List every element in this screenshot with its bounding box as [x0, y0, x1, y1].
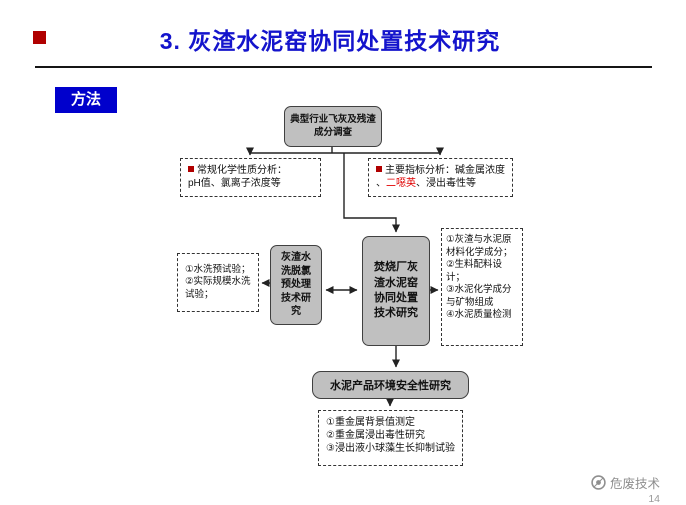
wash-tests-item: ②实际规模水洗试验； [185, 276, 251, 300]
footer-brand-label: 危废技术 [609, 477, 660, 491]
cement-analysis-item: ④水泥质量检测 [446, 309, 512, 321]
page-title: 3. 灰渣水泥窑协同处置技术研究 [159, 28, 501, 54]
analysis-right-line2-pre: 、 [376, 178, 386, 190]
analysis-right-box: 主要指标分析：碱金属浓度 、二噁英、浸出毒性等 [368, 158, 513, 197]
analysis-left-line1: 常规化学性质分析： [197, 165, 287, 176]
title-bullet-square [33, 31, 46, 44]
survey-box-line2: 成分调查 [313, 126, 352, 138]
safety-tests-item: ①重金属背景值测定 [326, 417, 415, 428]
safety-tests-box: ①重金属背景值测定 ②重金属浸出毒性研究 ③浸出液小球藻生长抑制试验 [318, 410, 463, 466]
wash-tests-item: ①水洗预试验； [185, 263, 251, 275]
footer-brand: 危废技术 [591, 473, 660, 492]
analysis-right-line2-post: 、浸出毒性等 [416, 178, 476, 190]
safety-tests-item: ②重金属浸出毒性研究 [326, 430, 425, 442]
title-underline [35, 66, 652, 68]
red-bullet-icon [188, 166, 194, 172]
cement-analysis-box: ①灰渣与水泥原材料化学成分； ②生料配料设计； ③水泥化学成分与矿物组成 ④水泥… [441, 228, 523, 346]
survey-box: 典型行业飞灰及残渣 成分调查 [284, 106, 382, 147]
co-processing-box: 焚烧厂灰渣水泥窑协同处置技术研究 [362, 236, 430, 346]
analysis-left-line2: pH值、氯离子浓度等 [188, 178, 281, 190]
cement-analysis-item: ③水泥化学成分与矿物组成 [446, 284, 512, 308]
safety-study-box: 水泥产品环境安全性研究 [312, 371, 469, 399]
dioxin-highlight: 二噁英 [386, 178, 416, 190]
analysis-right-line1: 主要指标分析：碱金属浓度 [385, 165, 505, 176]
analysis-left-box: 常规化学性质分析： pH值、氯离子浓度等 [180, 158, 321, 197]
page-number: 14 [648, 493, 660, 505]
wash-pretreatment-box: 灰渣水洗脱氯预处理技术研究 [270, 245, 322, 325]
survey-box-line1: 典型行业飞灰及残渣 [290, 113, 376, 125]
footer-logo-icon [591, 475, 606, 490]
cement-analysis-item: ①灰渣与水泥原材料化学成分； [446, 234, 513, 258]
cement-analysis-item: ②生料配料设计； [446, 259, 503, 283]
wash-tests-box: ①水洗预试验； ②实际规模水洗试验； [177, 253, 259, 312]
safety-tests-item: ③浸出液小球藻生长抑制试验 [326, 443, 455, 455]
method-label-box: 方法 [55, 87, 117, 113]
red-bullet-icon [376, 166, 382, 172]
